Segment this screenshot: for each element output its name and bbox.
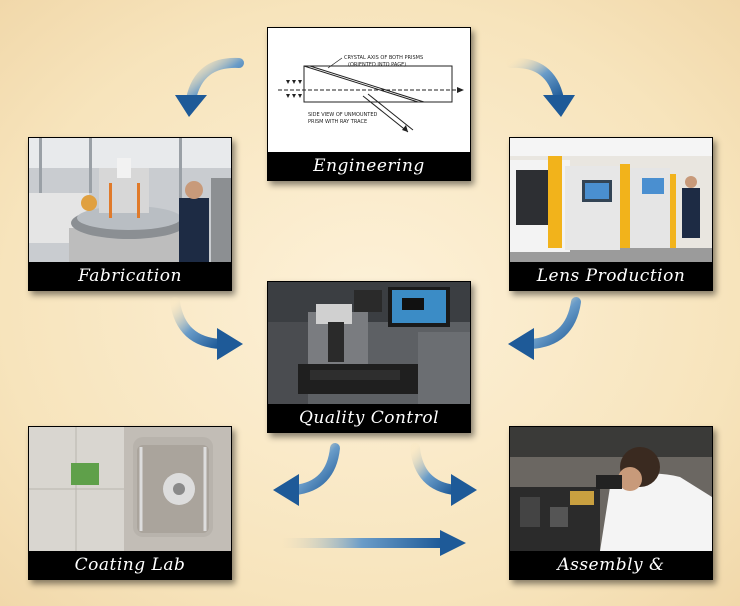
drawing-note-top-2: (ORIENTED INTO PAGE): [348, 62, 406, 68]
engineering-card: CRYSTAL AXIS OF BOTH PRISMS (ORIENTED IN…: [267, 27, 471, 181]
engineering-caption: Engineering: [268, 152, 470, 180]
lens-production-card: Lens Production: [509, 137, 713, 291]
arrow-lens-production-to-quality-control: [508, 297, 581, 360]
arrow-quality-control-to-assembly: [410, 443, 477, 506]
drawing-note-bottom-2: PRISM WITH RAY TRACE: [308, 119, 367, 125]
coating-lab-card: Coating Lab: [28, 426, 232, 580]
lens-production-caption: Lens Production: [510, 262, 712, 290]
quality-control-caption: Quality Control: [268, 404, 470, 432]
arrow-coating-lab-to-assembly: [282, 530, 466, 556]
fabrication-caption: Fabrication: [29, 262, 231, 290]
coating-lab-photo: [29, 427, 231, 551]
quality-control-card: Quality Control: [267, 281, 471, 433]
drawing-note-top: CRYSTAL AXIS OF BOTH PRISMS: [344, 55, 423, 61]
assembly-inspection-card: Assembly & Inspection: [509, 426, 713, 580]
engineering-drawing: CRYSTAL AXIS OF BOTH PRISMS (ORIENTED IN…: [268, 28, 470, 152]
coating-lab-caption: Coating Lab: [29, 551, 231, 579]
assembly-inspection-caption: Assembly & Inspection: [510, 551, 712, 579]
quality-control-photo: [268, 282, 470, 404]
arrow-fabrication-to-quality-control: [170, 297, 243, 360]
fabrication-photo: [29, 138, 231, 262]
drawing-note-bottom: SIDE VIEW OF UNMOUNTED: [308, 112, 377, 118]
arrow-engineering-to-lens-production: [506, 57, 575, 117]
arrow-quality-control-to-coating-lab: [273, 443, 340, 506]
assembly-inspection-photo: [510, 427, 712, 551]
lens-production-photo: [510, 138, 712, 262]
arrow-engineering-to-fabrication: [175, 57, 244, 117]
fabrication-card: Fabrication: [28, 137, 232, 291]
